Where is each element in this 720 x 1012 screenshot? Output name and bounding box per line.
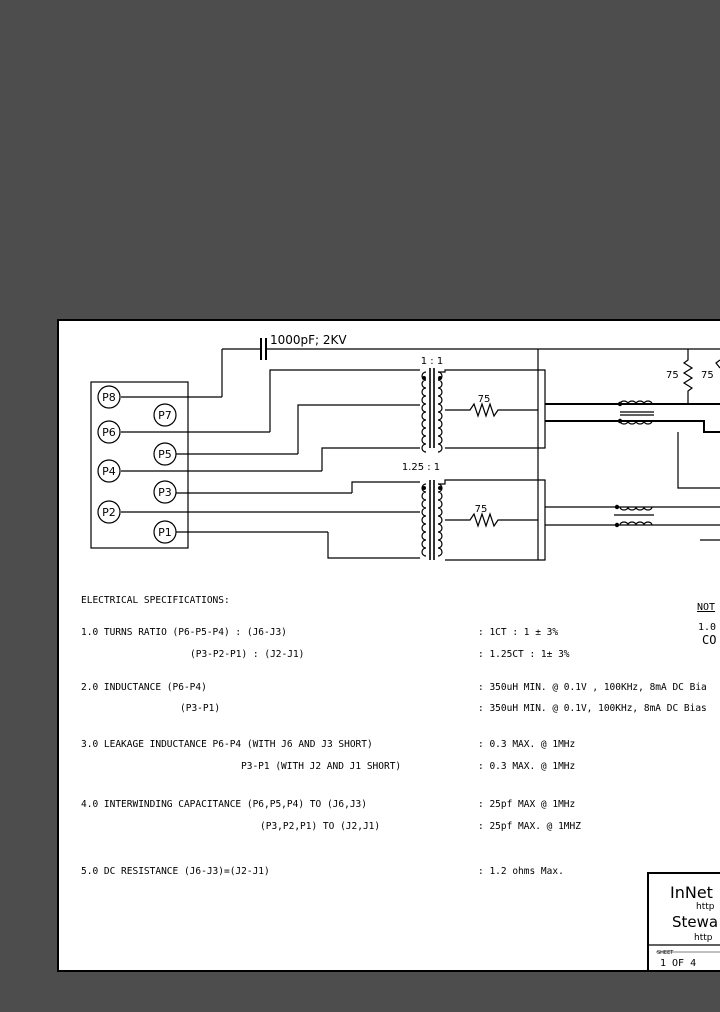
title-block: InNet http Stewa http SHEET 1 OF 4 xyxy=(647,872,720,972)
spec-label-3: 2.0 INDUCTANCE (P6-P4) xyxy=(81,682,207,693)
capacitor-label: 1000pF; 2KV xyxy=(270,333,347,347)
connector-block xyxy=(90,381,189,549)
spec-label-2: (P3-P2-P1) : (J2-J1) xyxy=(190,649,304,660)
pin-p5-label: P5 xyxy=(158,448,172,461)
pin-p4-label: P4 xyxy=(102,465,116,478)
drawing-sheet xyxy=(57,319,720,972)
title-url-2: http xyxy=(694,933,713,943)
notes-line1-num: 1.0 xyxy=(698,622,716,633)
spec-value-8: : 25pf MAX. @ 1MHZ xyxy=(478,821,581,832)
pin-p6-circle xyxy=(97,420,121,444)
transformer-top-ratio: 1 : 1 xyxy=(421,356,443,367)
resistor-bottom-label: 75 xyxy=(475,504,488,515)
spec-label-7: 4.0 INTERWINDING CAPACITANCE (P6,P5,P4) … xyxy=(81,799,367,810)
electrical-specifications: ELECTRICAL SPECIFICATIONS: 1.0 TURNS RAT… xyxy=(81,595,707,877)
right-resistor-label-2: 75 xyxy=(701,370,714,381)
pin-p2-circle xyxy=(97,500,121,524)
spec-label-1: 1.0 TURNS RATIO (P6-P5-P4) : (J6-J3) xyxy=(81,627,287,638)
pin-p3-circle xyxy=(153,480,177,504)
pin-p7-circle xyxy=(153,403,177,427)
polarity-dots xyxy=(422,376,623,528)
transformer-top xyxy=(421,368,546,453)
notes-heading: NOT xyxy=(697,602,715,613)
title-company: InNet xyxy=(670,883,713,902)
pin-p3-label: P3 xyxy=(158,486,172,499)
pin-p4-circle xyxy=(97,459,121,483)
pin-p8-label: P8 xyxy=(102,391,116,404)
pin-p1-circle xyxy=(153,520,177,544)
notes-line1-text: CO xyxy=(702,633,716,647)
spec-value-9: : 1.2 ohms Max. xyxy=(478,866,564,877)
pin-p8-circle xyxy=(97,385,121,409)
output-network xyxy=(538,348,720,541)
spec-value-5: : 0.3 MAX. @ 1MHz xyxy=(478,739,575,750)
spec-value-6: : 0.3 MAX. @ 1MHz xyxy=(478,761,575,772)
spec-value-4: : 350uH MIN. @ 0.1V, 100KHz, 8mA DC Bias xyxy=(478,703,707,714)
pin-p6-label: P6 xyxy=(102,426,116,439)
transformer-bottom xyxy=(421,479,546,561)
pin-p5-circle xyxy=(153,442,177,466)
spec-label-5: 3.0 LEAKAGE INDUCTANCE P6-P4 (WITH J6 AN… xyxy=(81,739,373,750)
title-url-1: http xyxy=(696,902,715,912)
spec-label-8: (P3,P2,P1) TO (J2,J1) xyxy=(260,821,380,832)
spec-label-6: P3-P1 (WITH J2 AND J1 SHORT) xyxy=(241,761,401,772)
title-company-2: Stewa xyxy=(672,913,718,931)
specs-heading: ELECTRICAL SPECIFICATIONS: xyxy=(81,595,230,606)
spec-value-2: : 1.25CT : 1± 3% xyxy=(478,649,570,660)
spec-label-4: (P3-P1) xyxy=(180,703,220,714)
right-resistor-label-1: 75 xyxy=(666,370,679,381)
spec-label-9: 5.0 DC RESISTANCE (J6-J3)=(J2-J1) xyxy=(81,866,270,877)
resistor-top-label: 75 xyxy=(478,394,491,405)
pin-p2-label: P2 xyxy=(102,506,116,519)
pin-p1-label: P1 xyxy=(158,526,172,539)
capacitor-symbol xyxy=(221,338,539,560)
spec-value-7: : 25pf MAX @ 1MHz xyxy=(478,799,575,810)
spec-value-1: : 1CT : 1 ± 3% xyxy=(478,627,558,638)
pin-wiring xyxy=(121,369,420,559)
sheet-caption: SHEET xyxy=(657,950,674,956)
transformer-bottom-ratio: 1.25 : 1 xyxy=(402,462,440,473)
pin-p7-label: P7 xyxy=(158,409,172,422)
sheet-value: 1 OF 4 xyxy=(660,958,696,969)
spec-value-3: : 350uH MIN. @ 0.1V , 100KHz, 8mA DC Bia xyxy=(478,682,707,693)
